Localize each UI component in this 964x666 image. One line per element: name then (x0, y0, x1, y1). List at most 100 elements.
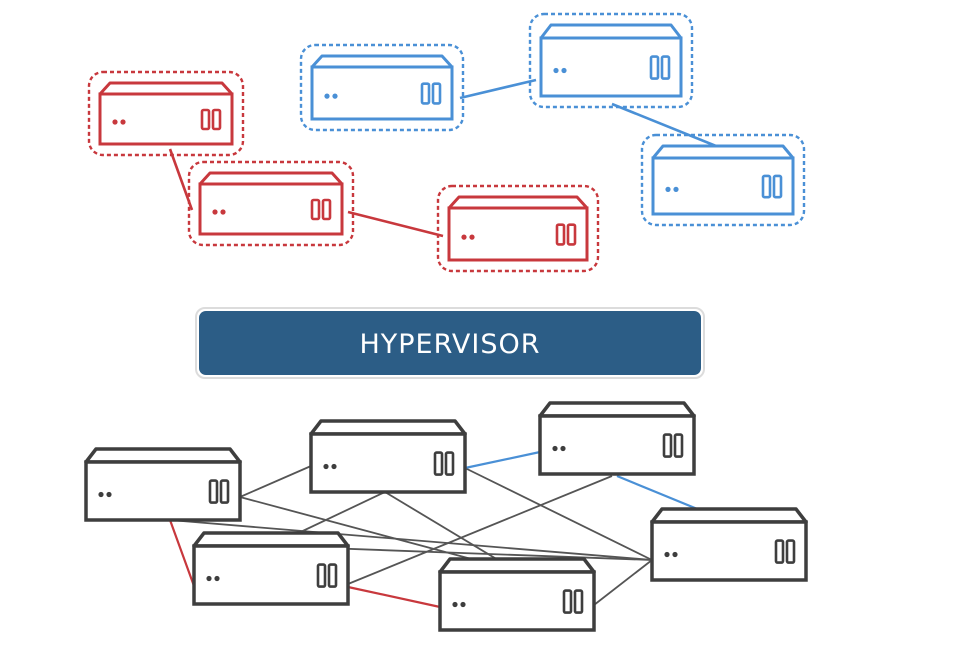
hypervisor-label: HYPERVISOR (359, 329, 540, 360)
physical-server-p4-drive-bay-icon (327, 563, 338, 588)
physical-server-p6-drive-bay-icon (774, 539, 785, 564)
physical-link-p5-p6 (593, 559, 653, 606)
virtual-server-v-blue-1-led-icon (332, 93, 338, 99)
virtual-server-v-blue-2-top (539, 23, 683, 40)
physical-server-p1-led-icon (98, 491, 104, 498)
virtual-server-v-blue-1-drive-bay-icon (431, 82, 442, 105)
virtual-server-v-red-1-drive-bay-icon (200, 108, 211, 131)
virtual-servers-layer (87, 12, 806, 273)
physical-server-p2-body (309, 432, 467, 494)
virtual-server-v-red-1-dashed-outline (87, 70, 245, 157)
virtual-server-v-blue-2-drive-bay-icon (649, 55, 660, 80)
physical-link-p4-p5 (347, 585, 441, 609)
physical-server-p5-top (438, 557, 596, 574)
physical-server-p5-drive-bay-icon (573, 589, 584, 614)
physical-link-p2-p3 (464, 450, 541, 470)
virtual-server-v-blue-2 (528, 12, 694, 109)
virtual-server-v-blue-3-led-icon (665, 186, 671, 192)
physical-server-p6-led-icon (664, 551, 670, 558)
virtual-server-v-red-3-body (447, 206, 589, 262)
virtual-server-v-blue-3-dashed-outline (640, 133, 806, 227)
physical-server-p6 (650, 507, 808, 582)
virtual-server-v-red-2-drive-bay-icon (321, 198, 332, 221)
virtual-server-v-blue-3-drive-bay-icon (772, 174, 783, 199)
physical-server-p3-body (538, 414, 696, 476)
physical-server-p3-led-icon (552, 445, 558, 452)
virtual-server-v-blue-2-led-icon (561, 67, 567, 74)
physical-server-p1-body (84, 460, 242, 522)
virtual-server-v-blue-3-drive-bay-icon (761, 174, 772, 199)
physical-server-p4 (192, 531, 350, 606)
physical-server-p3-top (538, 401, 696, 418)
physical-server-p4-body (192, 544, 350, 606)
virtual-server-v-blue-3 (640, 133, 806, 227)
physical-server-p2-led-icon (331, 463, 337, 470)
virtual-server-v-red-3-drive-bay-icon (566, 223, 577, 246)
physical-server-p2-top (309, 419, 467, 436)
virtual-server-v-red-2-dashed-outline (187, 160, 355, 247)
physical-link-p1-p2 (239, 465, 312, 498)
physical-server-p6-top (650, 507, 808, 524)
virtual-server-v-red-3-drive-bay-icon (555, 223, 566, 246)
physical-servers-layer (84, 401, 808, 632)
virtual-server-v-red-3-dashed-outline (436, 184, 600, 273)
virtual-server-v-red-3 (436, 184, 600, 273)
virtual-server-v-blue-3-led-icon (673, 186, 679, 192)
virtual-server-v-blue-1 (299, 43, 465, 132)
physical-server-p1 (84, 447, 242, 522)
virtual-server-v-blue-1-body (310, 65, 454, 121)
physical-server-p4-led-icon (206, 575, 212, 582)
virtual-server-v-red-1-led-icon (120, 119, 126, 125)
virtual-server-v-red-3-led-icon (461, 234, 467, 240)
virtual-server-v-red-3-led-icon (469, 234, 475, 240)
physical-server-p5-led-icon (452, 601, 458, 608)
virtual-server-v-red-2-drive-bay-icon (310, 198, 321, 221)
virtual-server-v-blue-2-body (539, 36, 683, 98)
virtual-server-v-red-1 (87, 70, 245, 157)
physical-server-p5-body (438, 570, 596, 632)
virtual-server-v-red-1-drive-bay-icon (211, 108, 222, 131)
virtual-server-v-red-1-led-icon (112, 119, 118, 125)
physical-server-p5-led-icon (460, 601, 466, 608)
virtual-server-v-blue-1-drive-bay-icon (420, 82, 431, 105)
virtual-server-v-red-2-body (198, 182, 344, 236)
virtual-server-v-blue-1-led-icon (324, 93, 330, 99)
virtual-server-v-blue-2-led-icon (553, 67, 559, 74)
physical-server-p1-led-icon (106, 491, 112, 498)
physical-link-p1-p4 (168, 519, 196, 587)
physical-server-p2-drive-bay-icon (433, 451, 444, 476)
virtual-server-v-blue-2-drive-bay-icon (660, 55, 671, 80)
virtual-server-v-red-2-led-icon (220, 209, 226, 215)
virtual-server-v-red-2-top (198, 171, 344, 186)
physical-server-p3-led-icon (560, 445, 566, 452)
physical-server-p5-drive-bay-icon (562, 589, 573, 614)
physical-server-p3-drive-bay-icon (662, 433, 673, 458)
physical-server-p5 (438, 557, 596, 632)
virtual-server-v-red-3-top (447, 195, 589, 210)
physical-server-p2 (309, 419, 467, 494)
physical-server-p1-drive-bay-icon (219, 479, 230, 504)
physical-server-p4-led-icon (214, 575, 220, 582)
virtual-link-v-blue-1-v-blue-2 (459, 78, 537, 100)
physical-server-p3 (538, 401, 696, 476)
physical-server-p4-top (192, 531, 350, 548)
virtual-server-v-blue-2-dashed-outline (528, 12, 694, 109)
hypervisor-bar: HYPERVISOR (195, 307, 705, 379)
physical-server-p1-top (84, 447, 242, 464)
virtual-server-v-red-2 (187, 160, 355, 247)
hypervisor-fill (199, 311, 701, 375)
physical-server-p6-body (650, 520, 808, 582)
virtual-server-v-blue-3-top (651, 144, 795, 160)
physical-link-p2-p6 (464, 467, 653, 561)
virtual-server-v-blue-1-top (310, 54, 454, 69)
virtual-link-v-red-2-v-red-3 (347, 210, 444, 238)
physical-server-p2-led-icon (323, 463, 329, 470)
physical-server-p4-drive-bay-icon (316, 563, 327, 588)
virtual-server-v-red-2-led-icon (212, 209, 218, 215)
virtual-server-v-blue-1-dashed-outline (299, 43, 465, 132)
physical-link-p1-p6 (169, 519, 653, 561)
virtual-link-v-blue-2-v-blue-3 (611, 102, 727, 152)
physical-server-p2-drive-bay-icon (444, 451, 455, 476)
virtual-server-v-red-1-top (98, 81, 234, 96)
